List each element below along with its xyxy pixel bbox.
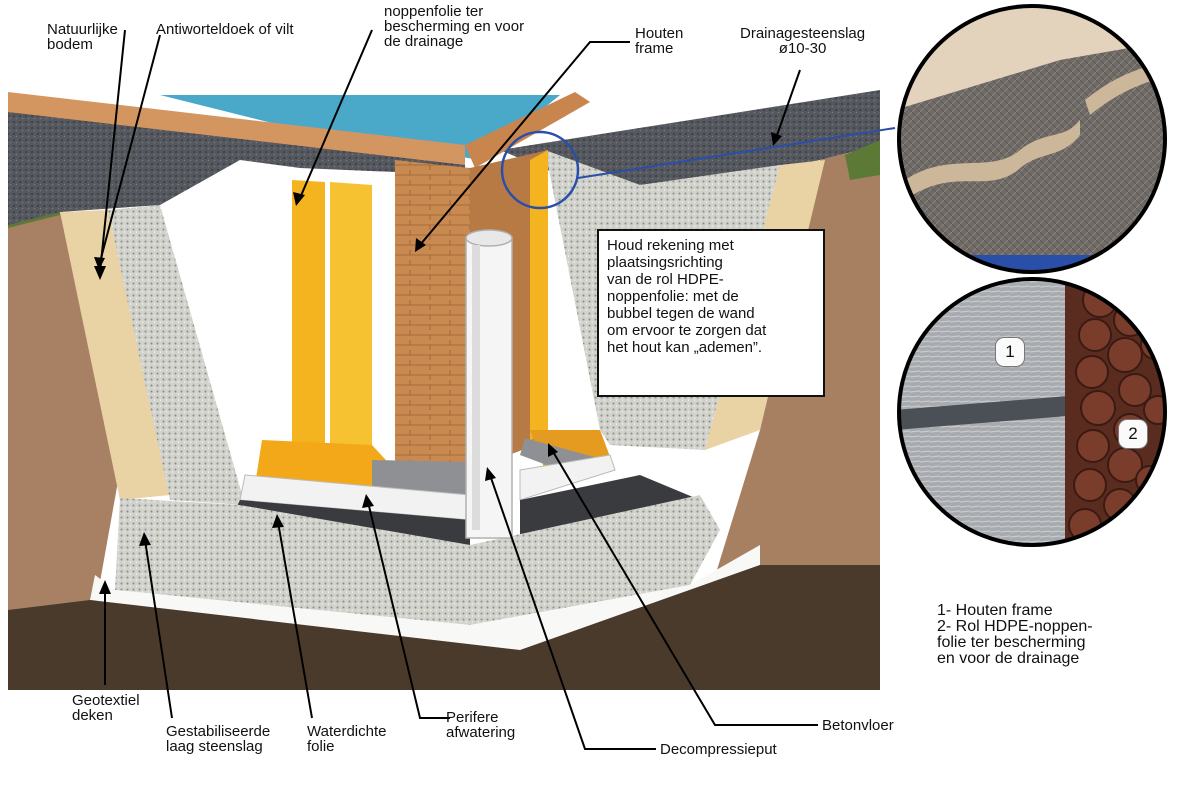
detail-marker-1: 1 — [995, 337, 1025, 367]
note-line-5: bubbel tegen de wand — [607, 305, 755, 322]
drainage-gravel-top-left — [8, 105, 465, 225]
water-surface — [160, 95, 560, 160]
leader-drainagesteenslag — [775, 69, 801, 139]
stabilized-gravel-right — [470, 495, 720, 625]
decompression-well-shade — [472, 245, 480, 530]
note-box: Houd rekening met plaatsingsrichting van… — [597, 229, 825, 397]
decompression-well-top — [465, 229, 513, 247]
note-line-6: om ervoor te zorgen dat — [607, 322, 767, 339]
label-houten-frame: Houten frame — [635, 25, 684, 57]
detail-marker-2: 2 — [1118, 419, 1148, 449]
label-antiworteldoek: Antiworteldoek of vilt — [156, 21, 294, 38]
leader-arrowheads — [94, 132, 782, 594]
note-line-7: het hout kan „ademen”. — [607, 339, 763, 356]
wooden-frame-top-right — [465, 92, 590, 168]
leader-perifere — [367, 501, 450, 719]
label-waterdichte: Waterdichte folie — [307, 723, 387, 755]
label-gestabiliseerde: Gestabiliseerde laag steenslag — [166, 723, 271, 755]
detail-ring-line — [577, 127, 896, 179]
membrane-strip-1 — [292, 180, 325, 470]
leader-gestabiliseerde — [144, 539, 173, 719]
membrane-strip-3 — [530, 150, 548, 440]
cross-section-illustration — [8, 90, 896, 690]
note-line-4: noppenfolie: met de — [607, 288, 739, 305]
bottom-soil — [8, 565, 880, 690]
legend: 1- Houten frame 2- Rol HDPE-noppen- foli… — [937, 602, 1093, 667]
label-perifere: Perifere afwatering — [446, 709, 516, 741]
detail-circle-bottom — [897, 277, 1167, 547]
label-decompressieput: Decompressieput — [660, 741, 777, 758]
label-natuurlijke-bodem: Natuurlijke bodem — [47, 21, 118, 53]
leader-lines — [99, 29, 818, 750]
note-line-3: van de rol HDPE- — [607, 271, 724, 288]
detail-ring — [500, 130, 580, 210]
natural-soil-left — [8, 212, 120, 610]
leader-houten-frame — [419, 41, 630, 246]
wooden-wall — [395, 160, 470, 470]
label-noppenfolie: noppenfolie ter bescherming en voor de d… — [384, 3, 525, 50]
detail-circle-top — [897, 4, 1167, 274]
note-line-2: plaatsingsrichting — [607, 254, 723, 271]
leader-noppenfolie — [299, 29, 373, 199]
felt-left — [60, 210, 170, 500]
wooden-frame-top-left — [8, 92, 465, 165]
leader-betonvloer — [551, 449, 818, 726]
membrane-strip-2 — [330, 182, 372, 468]
leader-natuurlijke-bodem — [99, 29, 126, 273]
label-drainagesteenslag: Drainagesteenslag ø10-30 — [740, 25, 866, 57]
label-geotextiel: Geotextiel deken — [72, 692, 140, 724]
grass-right — [845, 140, 880, 180]
note-line-1: Houd rekening met — [607, 237, 734, 254]
membrane-fold-left — [255, 440, 395, 490]
leader-waterdichte — [277, 521, 313, 719]
drainage-gravel-left — [108, 205, 245, 505]
geotextile — [90, 545, 760, 650]
label-betonvloer: Betonvloer — [822, 717, 894, 734]
stabilized-gravel — [115, 498, 470, 625]
leader-decompressieput — [489, 474, 656, 750]
waterproof-foil — [230, 500, 470, 545]
leader-antiworteldoek — [99, 34, 161, 263]
